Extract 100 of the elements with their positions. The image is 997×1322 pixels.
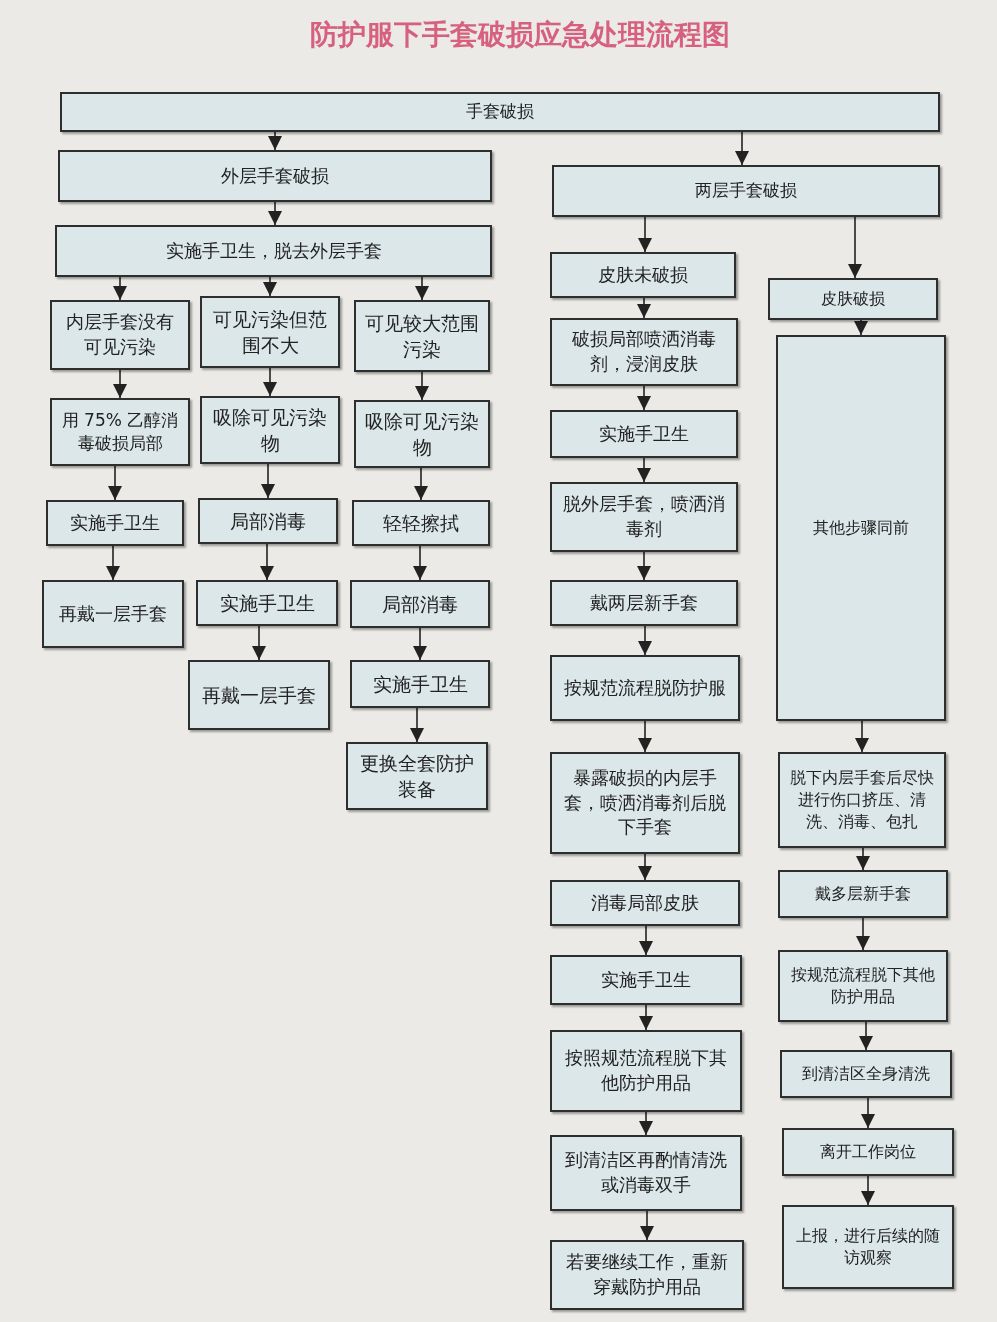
process-box [778,870,948,918]
process-box [550,1240,744,1310]
process-box [782,1128,954,1176]
box-text: 离开工作岗位 [820,1141,916,1163]
title: 防护服下手套破损应急处理流程图 [309,17,731,53]
box-text: 按规范流程脱防护服 [564,675,726,700]
arrow [853,319,869,336]
process-box [196,580,338,626]
arrow [860,1175,876,1206]
box-text: 皮肤未破损 [598,262,688,287]
arrow [262,367,278,397]
arrow [854,720,870,753]
process-box [768,278,938,320]
box-text: 按规范流程脱下其他防护用品 [790,964,936,1008]
box-text: 外层手套破损 [221,163,329,188]
process-box [200,296,340,368]
arrow [847,216,863,279]
arrow [637,625,653,656]
arrow [105,545,121,581]
process-box [58,150,492,202]
box-text: 实施手卫生 [70,510,160,535]
process-box [350,580,490,628]
arrow [251,625,267,661]
process-box [550,252,736,298]
arrow [267,201,283,226]
box-text: 暴露破损的内层手套，喷洒消毒剂后脱下手套 [563,765,727,840]
box-text: 局部消毒 [382,591,458,617]
arrow [112,369,128,399]
box-text: 内层手套没有可见污染 [65,310,175,359]
arrow [734,131,750,166]
box-text: 再戴一层手套 [59,601,167,626]
process-box [550,955,742,1005]
box-text: 实施手卫生，脱去外层手套 [165,238,382,263]
box-text: 破损局部喷洒消毒剂，浸润皮肤 [571,327,717,376]
process-box [350,660,490,708]
arrow [638,925,654,956]
box-text: 到清洁区全身清洗 [802,1063,930,1085]
box-text: 实施手卫生 [601,967,691,992]
box-text: 再戴一层手套 [202,682,316,708]
arrow [636,551,652,581]
process-box [550,410,738,458]
process-box [776,335,946,721]
process-box [60,92,940,132]
arrow [262,276,278,297]
box-text: 实施手卫生 [599,421,689,446]
process-box [778,752,946,848]
arrow [636,385,652,411]
process-box [550,752,740,854]
box-text: 脱下内层手套后尽快进行伤口挤压、清洗、消毒、包扎 [789,767,935,833]
box-text: 可见较大范围污染 [364,310,480,362]
arrow [855,917,871,951]
arrow [636,457,652,483]
process-box [200,396,340,464]
arrow [107,465,123,501]
process-box [550,655,740,721]
arrow [414,276,430,301]
process-box [778,950,948,1022]
box-text: 皮肤破损 [821,288,885,310]
process-box [50,398,190,466]
arrow [638,1111,654,1136]
box-text: 到清洁区再酌情清洗或消毒双手 [564,1148,728,1197]
arrow [414,371,430,401]
arrow [638,1004,654,1031]
process-box [198,498,338,544]
process-box [55,225,492,277]
process-box [782,1205,954,1289]
box-text: 实施手卫生 [372,671,468,697]
box-text: 吸除可见污染物 [364,408,480,460]
arrow [639,1210,655,1241]
box-text: 上报，进行后续的随访观察 [795,1225,941,1269]
box-text: 消毒局部皮肤 [591,890,699,915]
arrow [860,1097,876,1129]
process-box [354,300,490,372]
arrow [259,543,275,581]
process-box [42,580,184,648]
process-box [552,165,940,217]
arrow [260,463,276,499]
box-text: 局部消毒 [230,508,306,534]
box-text: 用 75% 乙醇消毒破损局部 [60,408,180,455]
arrow [409,707,425,743]
process-box [354,400,490,468]
process-box [550,880,740,926]
arrow [855,847,871,871]
arrow [412,627,428,661]
box-text: 按照规范流程脱下其他防护用品 [564,1046,728,1095]
arrow [112,276,128,301]
arrow [858,1021,874,1051]
process-box [550,1030,742,1112]
box-text: 手套破损 [466,100,534,124]
arrow [412,545,428,581]
process-box [50,300,190,370]
arrow [637,720,653,753]
box-text: 可见污染但范围不大 [212,306,328,358]
arrow [637,216,653,253]
box-text: 戴多层新手套 [815,883,911,905]
process-box [352,500,490,546]
process-box [346,742,488,810]
process-box [550,1135,742,1211]
process-box [46,500,184,546]
process-box [550,580,738,626]
